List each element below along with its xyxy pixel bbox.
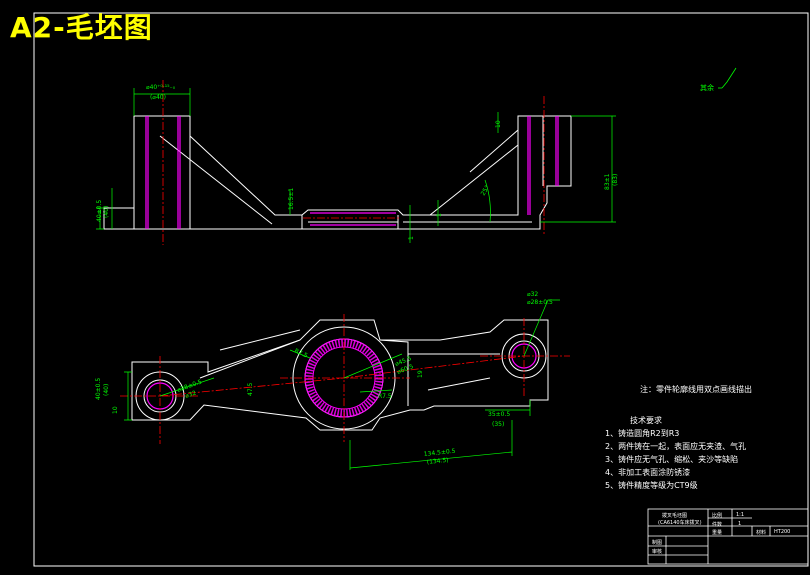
dim-right-top: 10 [495,120,502,128]
part-name: 拨叉毛坯图 [662,513,688,519]
part-subtitle: (CA6140车床拨叉) [658,520,702,526]
surface-finish-symbol [718,67,737,89]
checked-label: 审核 [652,549,663,555]
requirement-item: 5、铸件精度等级为CT9级 [605,481,698,490]
dim-r2: R7.5 [378,393,392,400]
dim-left-dia2: ⌀32 [184,389,197,399]
dim-left-t: 10 [112,406,119,414]
surface-finish-note: 其余 [700,83,714,92]
top-view: 40±0.5 (40) 10 ⌀28±0.5 ⌀32 47.5 ⌀45.5 ⌀6… [95,291,570,470]
dim-right-height-nom: (83) [612,174,619,186]
requirement-item: 4、非加工表面涂防锈漆 [605,468,691,477]
qty-value: 1 [738,521,742,527]
front-view: ⌀40⁺⁰·¹⁵₋₀ (⌀40) 40±0.5 (40) 16.5±1 1 1 … [96,80,619,245]
dim-left-dia-nom: (⌀40) [150,94,166,101]
dim-left-center: 47.5 [247,382,254,396]
dim-r1: R7.5 [293,347,309,359]
qty-label: 件数 [712,522,723,528]
title-block-grid [647,508,809,565]
ratio-label: 比例 [712,513,723,519]
drawing-border [33,12,809,567]
page-title: A2-毛坯图 [10,11,153,44]
dim-left-h: 40±0.5 [95,378,102,400]
material-value: HT200 [774,529,791,535]
weight-label: 重量 [712,530,723,536]
ratio-value: 1:1 [736,512,745,518]
dim-small-dia2: ⌀28±0.5 [527,299,553,306]
title-block: 拨叉毛坯图 (CA6140车床拨叉) 比例 1:1 件数 1 重量 材料 HT2… [648,509,808,564]
dim-right-height: 83±1 [604,173,611,190]
material-label: 材料 [756,530,767,536]
requirement-item: 2、两件铸在一起，表面应无夹渣、气孔 [605,442,747,451]
requirements-title: 技术要求 [630,416,662,425]
front-outline [103,115,572,230]
dim-right-off-nom: (35) [492,421,504,428]
dim-web-height: 16.5±1 [288,188,295,210]
dim-right-center: 19 [417,370,424,378]
technical-requirements: 技术要求 1、铸造圆角R2到R3 2、两件铸在一起，表面应无夹渣、气孔 3、铸件… [605,414,746,492]
dim-angle: 25° [480,184,491,197]
top-outline [131,319,549,431]
requirement-item: 3、铸件应无气孔、缩松、夹沙等缺陷 [605,455,739,464]
dim-small-dia: ⌀32 [527,291,538,298]
dim-left-height: 40±0.5 [96,200,103,222]
requirement-item: 1、铸造圆角R2到R3 [605,429,680,438]
dim-center-dist-nom: (134.5) [426,457,448,466]
dim-right-off: 35±0.5 [488,411,510,418]
drawn-label: 制图 [652,540,663,546]
dim-left-dia: ⌀40⁺⁰·¹⁵₋₀ [146,84,176,91]
dim-center-dist: 134.5±0.5 [423,448,455,458]
dim-left-height-nom: (40) [103,206,110,218]
drawing-note: 注：零件轮廓线用双点画线描出 [640,385,752,394]
dim-gap: 1 [436,213,443,217]
dim-left-h-nom: (40) [103,384,110,396]
dim-bottom-gap: 1 [408,236,415,240]
